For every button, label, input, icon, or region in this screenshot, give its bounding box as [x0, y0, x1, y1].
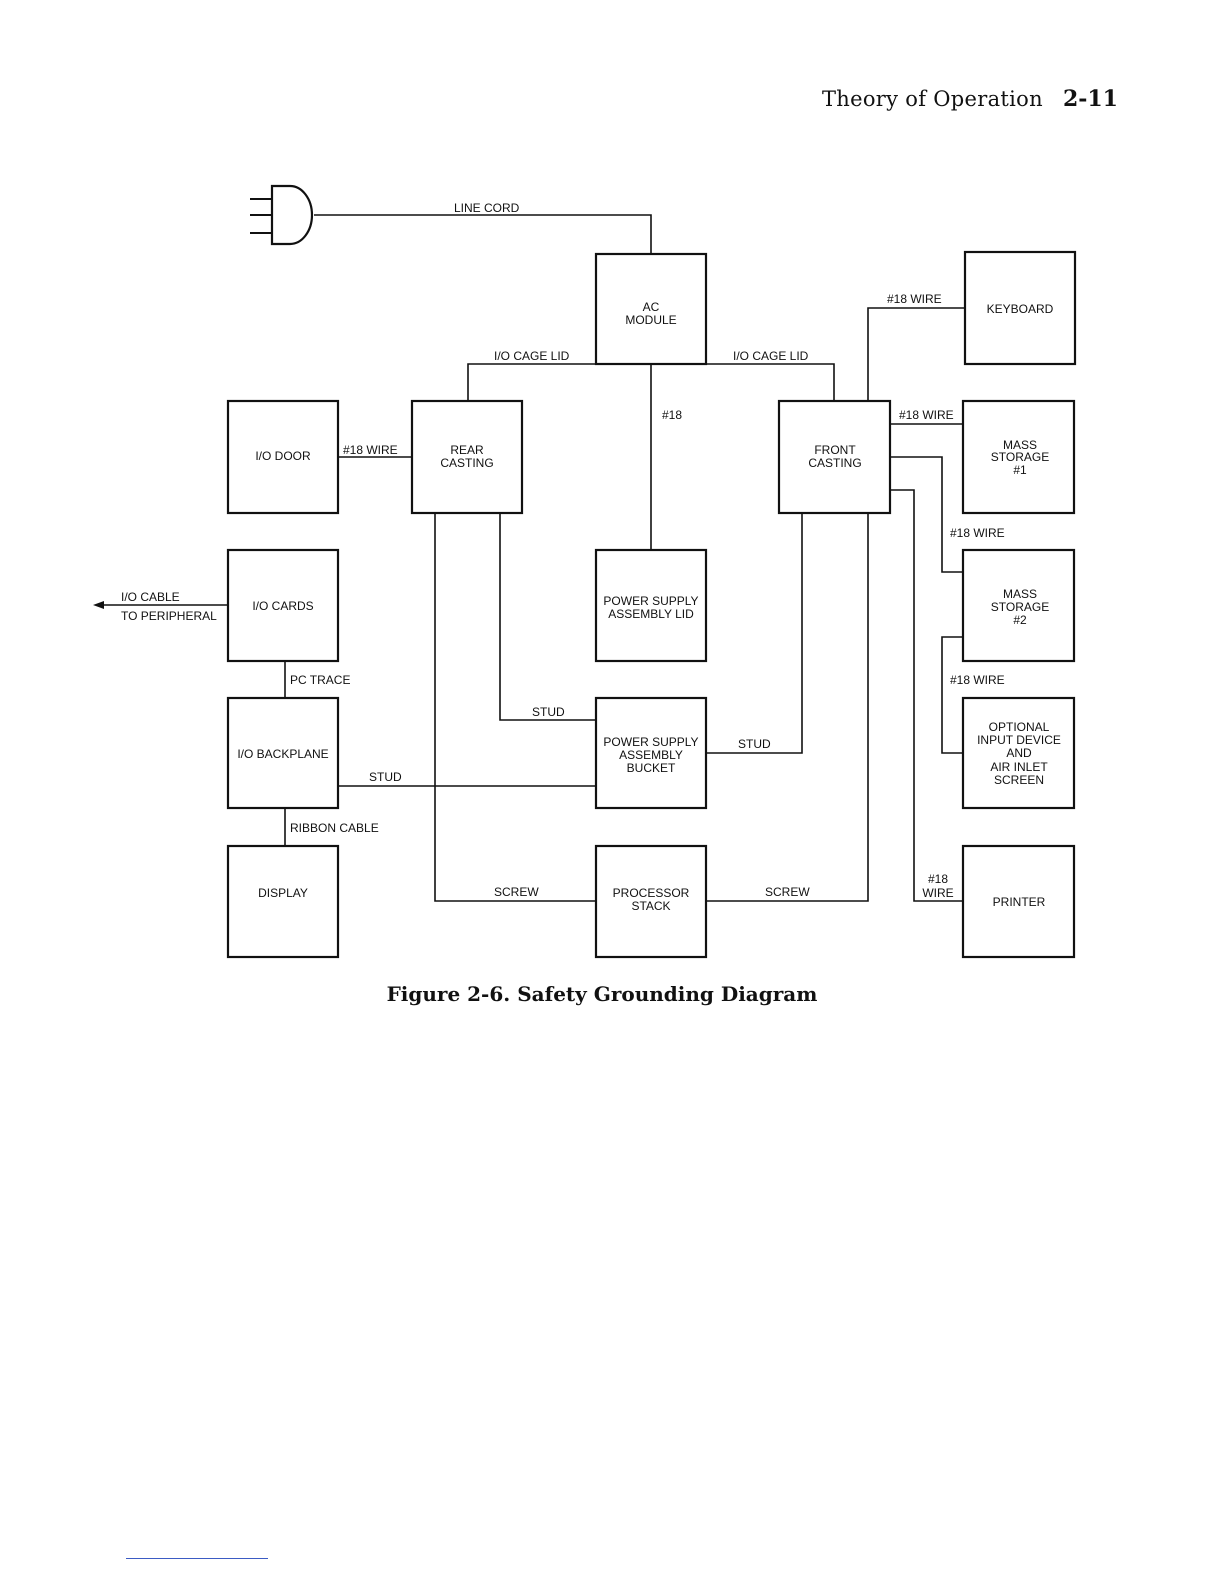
box-power-supply-lid: POWER SUPPLY ASSEMBLY LID — [594, 548, 708, 663]
running-header: Theory of Operation 2-11 — [822, 86, 1118, 112]
keyboard-wire — [867, 307, 965, 401]
box-label-line: BUCKET — [627, 761, 676, 775]
box-label-line: KEYBOARD — [987, 302, 1054, 316]
box-label-line: #2 — [1013, 613, 1027, 627]
box-io-door: I/O DOOR — [226, 399, 340, 515]
box-label-line: I/O BACKPLANE — [237, 747, 328, 761]
box-label-line: MODULE — [625, 313, 676, 327]
label-keyboard-wire: #18 WIRE — [887, 292, 942, 306]
label-ac-ps-lid: #18 — [662, 408, 682, 422]
box-label-line: CASTING — [440, 456, 493, 470]
box-mass-storage-1: MASS STORAGE #1 — [961, 399, 1076, 515]
label-printer-wire: #18 — [928, 872, 948, 886]
wire-labels: LINE CORD I/O CAGE LID I/O CAGE LID #18 … — [121, 201, 1005, 900]
label-io-door-wire: #18 WIRE — [343, 443, 398, 457]
page-number: 2-11 — [1062, 86, 1118, 112]
box-power-supply-bucket: POWER SUPPLY ASSEMBLY BUCKET — [594, 696, 708, 810]
label-stud-backplane: STUD — [369, 770, 402, 784]
printer-wire — [890, 489, 963, 902]
box-label-line: I/O CARDS — [252, 599, 313, 613]
box-label-line: MASS — [1003, 587, 1037, 601]
label-screw-right: SCREW — [765, 885, 810, 899]
figure-caption: Figure 2-6. Safety Grounding Diagram — [386, 982, 818, 1006]
box-label-line: STORAGE — [991, 450, 1049, 464]
box-label-line: AIR INLET — [990, 760, 1048, 774]
box-label-line: POWER SUPPLY — [603, 735, 698, 749]
box-rear-casting: REAR CASTING — [410, 399, 524, 515]
box-label-line: CASTING — [808, 456, 861, 470]
footer-rule — [126, 1558, 268, 1559]
box-display: DISPLAY — [226, 844, 340, 959]
box-label-line: OPTIONAL — [989, 720, 1050, 734]
label-mass1-wire: #18 WIRE — [899, 408, 954, 422]
label-io-cable: I/O CABLE — [121, 590, 180, 604]
box-label-line: AND — [1006, 746, 1032, 760]
box-processor-stack: PROCESSOR STACK — [594, 844, 708, 959]
label-optional-wire: #18 WIRE — [950, 673, 1005, 687]
header-title: Theory of Operation — [821, 87, 1043, 111]
box-label-line: STORAGE — [991, 600, 1049, 614]
box-label-line: I/O DOOR — [255, 449, 311, 463]
box-label-line: PRINTER — [993, 895, 1046, 909]
label-ribbon-cable: RIBBON CABLE — [290, 821, 379, 835]
label-stud-rear: STUD — [532, 705, 565, 719]
label-pc-trace: PC TRACE — [290, 673, 350, 687]
label-io-cage-lid-left: I/O CAGE LID — [494, 349, 570, 363]
box-label-line: PROCESSOR — [613, 886, 690, 900]
screw-left-wire — [434, 513, 596, 902]
box-label-line: SCREEN — [994, 773, 1044, 787]
box-keyboard: KEYBOARD — [963, 250, 1077, 366]
box-optional-input-device: OPTIONAL INPUT DEVICE AND AIR INLET SCRE… — [961, 696, 1076, 810]
box-label-line: STACK — [631, 899, 670, 913]
box-label-line: DISPLAY — [258, 886, 308, 900]
optional-wire — [941, 636, 963, 754]
box-label-line: FRONT — [814, 443, 856, 457]
box-ac-module: AC MODULE — [594, 252, 708, 366]
box-io-backplane: I/O BACKPLANE — [226, 696, 340, 810]
label-line-cord: LINE CORD — [454, 201, 520, 215]
box-label-line: ASSEMBLY — [619, 748, 683, 762]
label-io-cable: TO PERIPHERAL — [121, 609, 217, 623]
screw-right-wire — [706, 513, 869, 902]
io-cable-arrow — [93, 601, 104, 609]
box-printer: PRINTER — [961, 844, 1076, 959]
box-label-line: AC — [643, 300, 660, 314]
stud-rear-wire — [499, 513, 596, 721]
box-mass-storage-2: MASS STORAGE #2 — [961, 548, 1076, 663]
box-label-line: ASSEMBLY LID — [608, 607, 694, 621]
label-mass2-wire: #18 WIRE — [950, 526, 1005, 540]
mass2-wire — [890, 456, 963, 573]
label-screw-left: SCREW — [494, 885, 539, 899]
box-io-cards: I/O CARDS — [226, 548, 340, 663]
box-front-casting: FRONT CASTING — [777, 399, 892, 515]
wires — [93, 214, 965, 902]
box-label-line: MASS — [1003, 438, 1037, 452]
stud-front-wire — [706, 513, 803, 754]
box-label-line: REAR — [450, 443, 484, 457]
line-cord-wire — [314, 214, 652, 254]
box-label-line: POWER SUPPLY — [603, 594, 698, 608]
label-io-cage-lid-right: I/O CAGE LID — [733, 349, 809, 363]
box-label-line: INPUT DEVICE — [977, 733, 1061, 747]
label-stud-front: STUD — [738, 737, 771, 751]
box-label-line: #1 — [1013, 463, 1027, 477]
plug-icon — [250, 184, 314, 246]
label-printer-wire: WIRE — [922, 886, 953, 900]
